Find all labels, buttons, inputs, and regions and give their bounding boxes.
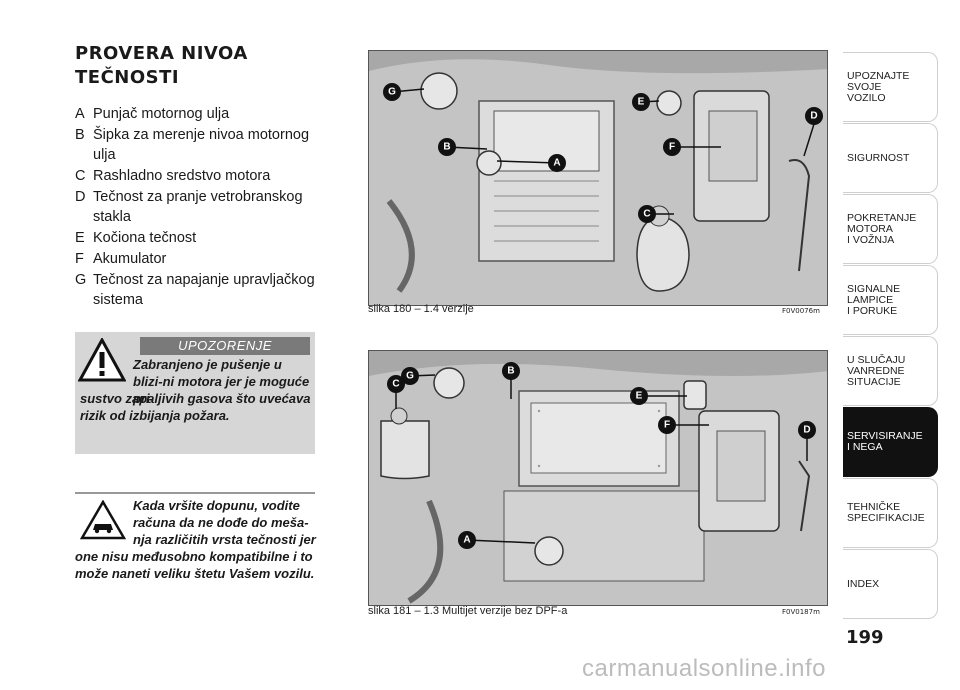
note-text-continued: one nisu međusobno kompatibilne i to mož… bbox=[75, 549, 315, 581]
svg-text:A: A bbox=[553, 158, 560, 169]
svg-text:G: G bbox=[406, 371, 414, 382]
legend-text: Rashladno sredstvo motora bbox=[93, 168, 271, 184]
legend-item-f: F Akumulator bbox=[75, 249, 323, 269]
svg-text:F: F bbox=[669, 142, 675, 153]
car-caution-icon bbox=[79, 499, 127, 545]
legend-text: Tečnost za napajanje upravljačkog sistem… bbox=[93, 272, 315, 308]
callout-c: C bbox=[638, 205, 656, 223]
legend-letter: A bbox=[75, 106, 85, 122]
figure-code: F0V0076m bbox=[782, 307, 820, 315]
svg-text:G: G bbox=[388, 87, 396, 98]
tab-tehnicke-specifikacije[interactable]: TEHNIČKE SPECIFIKACIJE bbox=[843, 478, 938, 548]
tab-upoznajte-svoje-vozilo[interactable]: UPOZNAJTE SVOJE VOZILO bbox=[843, 52, 938, 122]
callout-e: E bbox=[630, 387, 648, 405]
legend-item-g: G Tečnost za napajanje upravljačkog siste… bbox=[75, 270, 323, 310]
callout-f: F bbox=[658, 416, 676, 434]
legend-text: Akumulator bbox=[93, 251, 167, 267]
watermark: carmanualsonline.info bbox=[582, 655, 826, 682]
svg-text:E: E bbox=[638, 97, 645, 108]
legend-letter: G bbox=[75, 272, 87, 288]
svg-text:B: B bbox=[443, 142, 450, 153]
page-number: 199 bbox=[846, 627, 884, 648]
legend-letter: D bbox=[75, 189, 86, 205]
legend-list: A Punjač motornog ulja B Šipka za merenje … bbox=[75, 104, 323, 311]
callout-layer: G E D B A F C bbox=[383, 83, 823, 223]
callout-c: C bbox=[387, 375, 405, 393]
callout-layer: G B C E F D A bbox=[387, 362, 816, 549]
legend-item-b: B Šipka za merenje nivoa motornog ulja bbox=[75, 125, 323, 165]
engine-figure-181: G B C E F D A bbox=[368, 350, 828, 606]
warning-triangle-icon bbox=[77, 336, 127, 387]
warning-text: Zabranjeno je pušenje u blizi-ni motora … bbox=[133, 357, 310, 406]
svg-text:E: E bbox=[636, 391, 643, 402]
legend-item-e: E Kočiona tečnost bbox=[75, 228, 323, 248]
tab-sigurnost[interactable]: SIGURNOST bbox=[843, 123, 938, 193]
legend-item-a: A Punjač motornog ulja bbox=[75, 104, 323, 124]
legend-item-c: C Rashladno sredstvo motora bbox=[75, 166, 323, 186]
engine-figure-180: G E D B A F C bbox=[368, 50, 828, 306]
tab-vanredne-situacije[interactable]: U SLUČAJU VANREDNE SITUACIJE bbox=[843, 336, 938, 406]
callout-a: A bbox=[548, 154, 566, 172]
tab-index[interactable]: INDEX bbox=[843, 549, 938, 619]
legend-letter: E bbox=[75, 230, 85, 246]
legend-letter: F bbox=[75, 251, 84, 267]
legend-letter: B bbox=[75, 127, 85, 143]
tab-signalne-lampice[interactable]: SIGNALNE LAMPICE I PORUKE bbox=[843, 265, 938, 335]
callout-f: F bbox=[663, 138, 681, 156]
callout-a: A bbox=[458, 531, 476, 549]
callout-d: D bbox=[805, 107, 823, 125]
svg-text:D: D bbox=[803, 425, 810, 436]
note-divider bbox=[75, 492, 315, 494]
callout-d: D bbox=[798, 421, 816, 439]
svg-text:D: D bbox=[810, 111, 817, 122]
figure-caption: slika 181 – 1.3 Multijet verzije bez DPF… bbox=[368, 605, 568, 617]
callout-g: G bbox=[401, 367, 419, 385]
svg-text:C: C bbox=[392, 379, 399, 390]
legend-letter: C bbox=[75, 168, 86, 184]
legend-text: Tečnost za pranje vetrobranskog stakla bbox=[93, 189, 303, 225]
legend-text: Šipka za merenje nivoa motornog ulja bbox=[93, 127, 310, 163]
note-text: Kada vršite dopunu, vodite računa da ne … bbox=[133, 498, 316, 547]
legend-text: Punjač motornog ulja bbox=[93, 106, 230, 122]
callout-e: E bbox=[632, 93, 650, 111]
legend-item-d: D Tečnost za pranje vetrobranskog stakla bbox=[75, 187, 323, 227]
svg-text:A: A bbox=[463, 535, 470, 546]
callout-b: B bbox=[438, 138, 456, 156]
figure-code: F0V0187m bbox=[782, 608, 820, 616]
svg-text:C: C bbox=[643, 209, 650, 220]
page-title: PROVERA NIVOA TEČNOSTI bbox=[75, 43, 248, 88]
callout-b: B bbox=[502, 362, 520, 380]
figure-caption: slika 180 – 1.4 verzije bbox=[368, 303, 474, 315]
engine-illustration bbox=[369, 51, 827, 305]
svg-text:B: B bbox=[507, 366, 514, 377]
warning-heading: UPOZORENJE bbox=[140, 337, 310, 355]
legend-text: Kočiona tečnost bbox=[93, 230, 197, 246]
tab-pokretanje-motora[interactable]: POKRETANJE MOTORA I VOŽNJA bbox=[843, 194, 938, 264]
svg-text:F: F bbox=[664, 420, 670, 431]
callout-g: G bbox=[383, 83, 401, 101]
engine-illustration bbox=[369, 351, 827, 605]
tab-servisiranje-i-nega[interactable]: SERVISIRANJE I NEGA bbox=[843, 407, 938, 477]
warning-text-continued: sustvo zapaljivih gasova što uvećava riz… bbox=[80, 391, 311, 423]
